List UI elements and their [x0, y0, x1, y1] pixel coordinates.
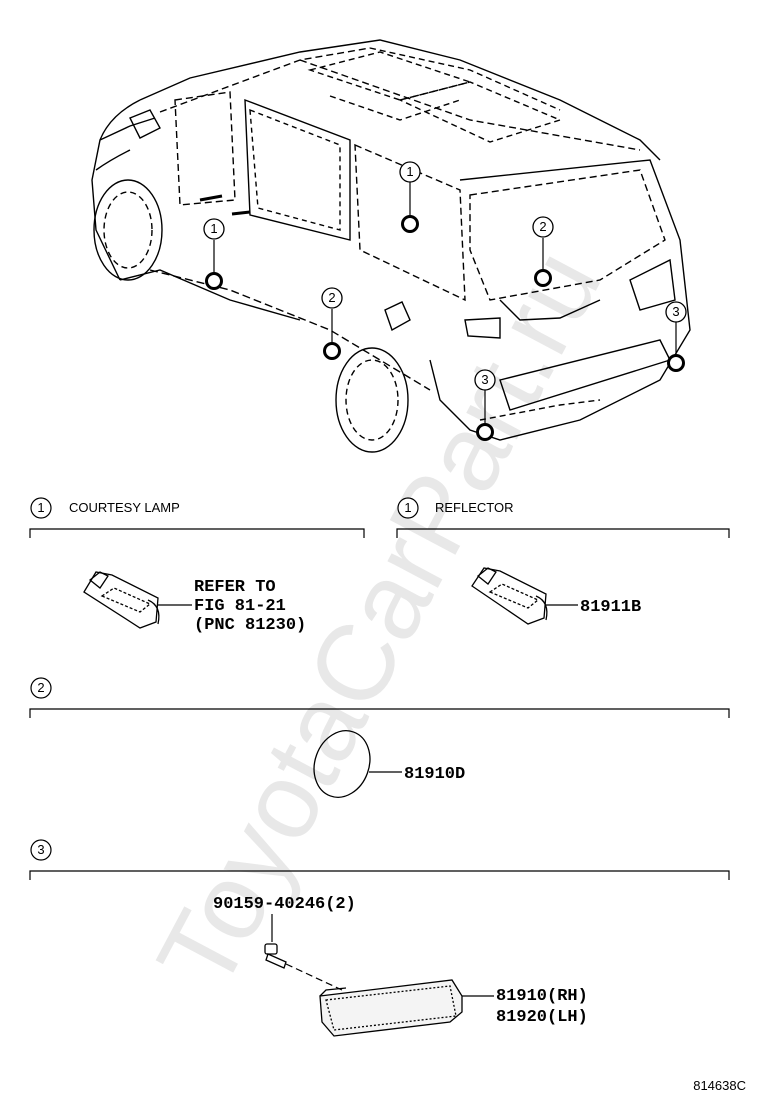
location-marker-3b [476, 423, 494, 441]
section-3: 3 90159-40246(2) 81910(RH) 81920(LH) [29, 839, 730, 1037]
callout-2-right [532, 216, 554, 238]
courtesy-lamp-number: 1 [37, 500, 44, 515]
callout-2-right-label: 2 [539, 219, 546, 234]
reflector-number: 1 [404, 500, 411, 515]
plug-drawing [313, 730, 371, 798]
section-reflector: 1 REFLECTOR 81911B [396, 497, 730, 625]
reflector-part-number: 81911B [580, 598, 641, 617]
callout-1-top-label: 1 [406, 164, 413, 179]
callout-3-center-label: 3 [481, 372, 488, 387]
callout-2-left [321, 287, 343, 309]
location-marker-2b [323, 342, 341, 360]
side-marker-part-rh: 81910(RH) [496, 987, 588, 1006]
callout-3-right [665, 301, 687, 323]
location-marker-1b [205, 272, 223, 290]
reflector-title: REFLECTOR [435, 500, 514, 515]
courtesy-lamp-refer-line-3: (PNC 81230) [194, 616, 306, 635]
diagram-code: 814638C [693, 1078, 746, 1093]
vehicle-illustration [91, 39, 691, 453]
section-2: 2 81910D [29, 677, 730, 798]
reflector-drawing [471, 567, 548, 625]
section-3-number: 3 [37, 842, 44, 857]
location-marker-2a [534, 269, 552, 287]
side-marker-part-lh: 81920(LH) [496, 1008, 588, 1027]
location-marker-3a [667, 354, 685, 372]
callout-1-left-label: 1 [210, 221, 217, 236]
courtesy-lamp-refer-line-1: REFER TO [194, 578, 276, 597]
callout-3-right-label: 3 [672, 304, 679, 319]
section-2-part-number: 81910D [404, 765, 465, 784]
courtesy-lamp-refer-line-2: FIG 81-21 [194, 597, 286, 616]
location-markers [205, 215, 685, 441]
screw-drawing [264, 943, 287, 969]
courtesy-lamp-title: COURTESY LAMP [69, 500, 180, 515]
callout-2-left-label: 2 [328, 290, 335, 305]
courtesy-lamp-drawing [83, 571, 160, 629]
section-2-number: 2 [37, 680, 44, 695]
callout-1-top [399, 161, 421, 183]
side-marker-lamp-drawing [319, 979, 463, 1037]
callout-1-left [203, 218, 225, 240]
vehicle-callouts [203, 161, 687, 391]
vehicle-callout-labels: 1 1 2 2 3 3 [210, 164, 679, 387]
callout-3-center [474, 369, 496, 391]
screw-part-number: 90159-40246(2) [213, 895, 356, 914]
location-marker-1a [401, 215, 419, 233]
section-courtesy-lamp: 1 COURTESY LAMP REFER TO FIG 81-21 (PNC … [29, 497, 365, 635]
leader-lines [213, 182, 677, 424]
